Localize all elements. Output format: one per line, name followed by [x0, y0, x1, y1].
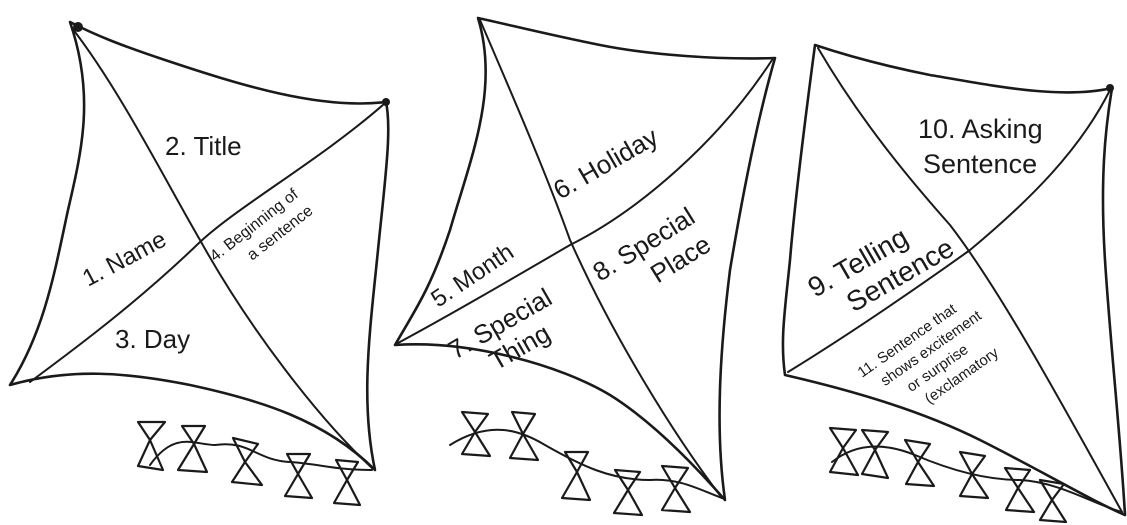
- kite-1-bottom-label: 3. Day: [115, 324, 190, 354]
- kite-3-tail-bow-2: [862, 430, 888, 478]
- kite-2-tail-bow-5: [662, 466, 690, 512]
- kite-1-outline: [10, 22, 388, 470]
- kite-3: 10. Asking Sentence 9. Telling Sentence …: [783, 45, 1125, 522]
- kite-2-tail-bow-2: [510, 412, 538, 460]
- kite-1-top-dot: [73, 22, 83, 32]
- kite-1-right-dot: [382, 98, 390, 106]
- kite-3-tail-bow-1: [830, 428, 858, 475]
- kite-2-top-label: 6. Holiday: [548, 121, 663, 205]
- kite-3-top-line-1: 10. Asking: [918, 114, 1043, 144]
- kite-2: 6. Holiday 5. Month 8. Special Place 7. …: [395, 18, 775, 515]
- kite-3-top-line-2: Sentence: [923, 149, 1037, 179]
- kite-1-top-label: 2. Title: [165, 131, 242, 161]
- kite-2-outline: [395, 18, 775, 500]
- kite-3-bottom-label: 11. Sentence that shows excitement or su…: [855, 290, 1009, 430]
- kite-1-tail: [138, 422, 372, 505]
- kite-3-tail-bow-5: [1005, 468, 1034, 512]
- kite-1-tail-bow-2: [178, 426, 207, 472]
- kite-3-tail: [830, 428, 1122, 522]
- kite-2-tail-bow-3: [562, 452, 590, 500]
- kite-1-tail-bow-4: [285, 454, 312, 498]
- kite-2-tail-bow-1: [462, 412, 490, 456]
- kite-3-top-label: 10. Asking Sentence: [918, 114, 1043, 179]
- kite-1-tail-bow-5: [334, 460, 360, 505]
- kite-2-right-label: 8. Special Place: [587, 201, 717, 314]
- kite-1-tail-bow-3: [232, 438, 262, 485]
- kite-3-tail-bow-3: [905, 440, 934, 486]
- kite-2-tail: [450, 412, 722, 515]
- kite-1: 2. Title 1. Name 4. Beginning of a sente…: [10, 22, 390, 505]
- kite-3-tail-string: [832, 446, 1122, 512]
- kite-2-tail-bow-4: [614, 470, 642, 515]
- kite-1-right-label: 4. Beginning of a sentence: [207, 185, 316, 282]
- kite-3-right-dot: [1106, 84, 1114, 92]
